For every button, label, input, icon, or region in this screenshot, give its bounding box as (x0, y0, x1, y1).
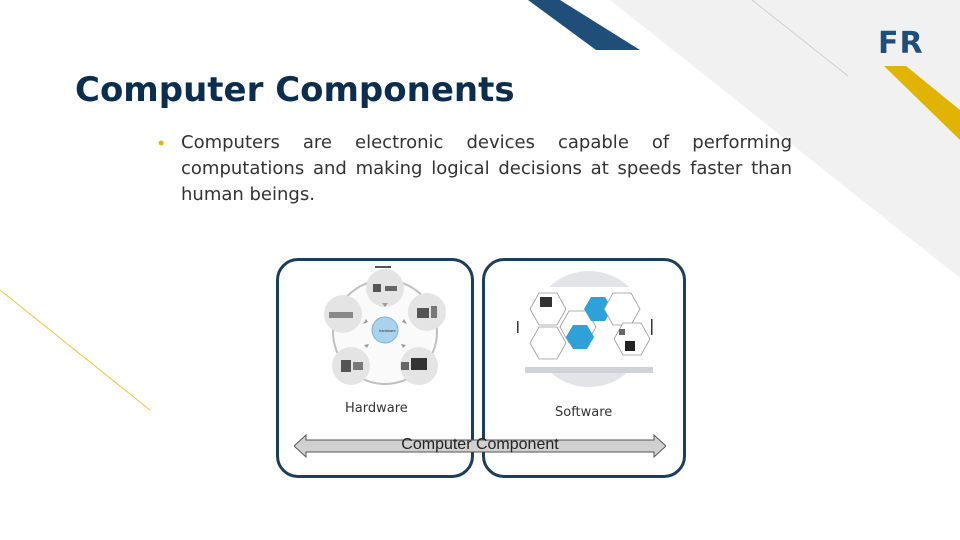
bullet-item: • Computers are electronic devices capab… (158, 130, 792, 208)
double-arrow-icon (294, 433, 666, 459)
component-arrow: Computer Component (294, 430, 666, 462)
gold-stripe-shape (884, 66, 960, 140)
software-diagram-image (517, 271, 653, 387)
bullet-text: Computers are electronic devices capable… (181, 132, 792, 205)
gray-diagonal-line (751, 0, 849, 77)
brand-logo: FR (878, 26, 924, 61)
navy-stripe-shape (528, 0, 640, 50)
hardware-caption: Hardware (345, 401, 408, 416)
gray-corner-shape (610, 0, 960, 278)
slide-title: Computer Components (75, 70, 515, 110)
hardware-diagram-image: hardware (324, 266, 446, 385)
gold-diagonal-line (0, 289, 151, 411)
bullet-dot-icon: • (158, 133, 165, 153)
software-caption: Software (555, 405, 613, 420)
svg-text:hardware: hardware (379, 328, 396, 333)
arrow-label: Computer Component (401, 436, 559, 453)
